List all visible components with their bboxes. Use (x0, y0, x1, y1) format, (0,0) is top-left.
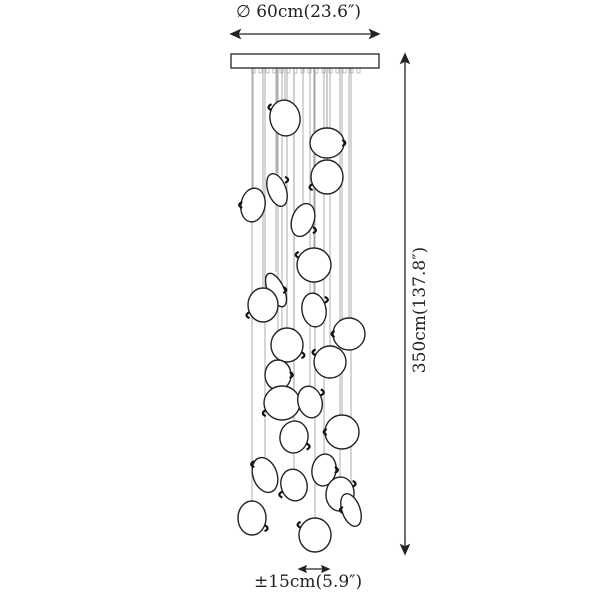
pebble-clip (284, 175, 290, 184)
wire-connector (251, 67, 256, 74)
pebble-pendant (298, 517, 332, 553)
pebble-pendant (263, 385, 301, 421)
wire-connector (314, 67, 319, 74)
width-dimension-arrow (229, 28, 381, 40)
pebble-clip (261, 409, 267, 418)
pebble-pendant (237, 500, 267, 536)
pebble-clip (300, 351, 306, 360)
pebble-clip (308, 183, 314, 192)
offset-label: ±15cm(5.9″) (254, 572, 363, 592)
pebble-pendant (296, 385, 324, 419)
height-dimension-arrow (399, 52, 411, 556)
wire-connector (356, 67, 361, 74)
ceiling-canopy (230, 53, 380, 69)
wire-connector (342, 67, 347, 74)
pebble-clip (238, 201, 243, 209)
wire-connector (307, 67, 312, 74)
pebble-clip (334, 466, 339, 474)
pebble-pendant (290, 202, 316, 238)
pebble-pendant (247, 287, 279, 323)
pebble-clip (282, 286, 288, 294)
wire-connector (300, 67, 305, 74)
pebble-clip (289, 371, 294, 379)
pebble-pendant (310, 159, 344, 195)
pebble-clip (250, 460, 255, 469)
diameter-label: ∅ 60cm(23.6″) (236, 2, 361, 22)
pebble-clip (264, 524, 269, 533)
pebble-pendant (301, 292, 327, 328)
wire-connector (335, 67, 340, 74)
pebble-clip (330, 330, 336, 338)
pebble-clip (312, 226, 317, 235)
pebble-pendant (269, 99, 301, 137)
wire-connector (321, 67, 326, 74)
pebble-pendant (296, 247, 332, 283)
wire-connector (258, 67, 263, 74)
offset-dimension-arrow (297, 564, 331, 574)
wire-connector (286, 67, 291, 74)
pebble-pendant (279, 420, 309, 454)
wire-connector (265, 67, 270, 74)
pebble-clip (306, 442, 311, 451)
pebble-clip (294, 250, 300, 259)
pebble-clip (278, 490, 283, 499)
pebble-clip (267, 103, 273, 112)
pebble-pendant (309, 127, 345, 159)
pebble-clip (324, 295, 329, 304)
height-label: 350cm(137.8″) (410, 246, 430, 374)
pebble-clip (338, 506, 344, 514)
pebble-clip (320, 388, 325, 397)
pebble-pendant (251, 456, 279, 494)
pebble-clip (341, 139, 347, 147)
wire-connector (349, 67, 354, 74)
pebble-pendant (332, 317, 366, 351)
wire-connector (328, 67, 333, 74)
pebble-pendant (264, 359, 292, 391)
pebble-clip (245, 311, 251, 320)
wire-connector (272, 67, 277, 74)
wire-connector (279, 67, 284, 74)
pebble-clip (322, 428, 328, 436)
pebble-pendants (237, 99, 366, 553)
pebble-pendant (280, 468, 308, 502)
pebble-pendant (270, 327, 304, 363)
wire-connector (293, 67, 298, 74)
pebble-pendant (324, 414, 360, 450)
pebble-clip (352, 479, 357, 488)
pebble-pendant (266, 173, 288, 207)
pebble-clip (311, 348, 317, 357)
pebble-pendant (313, 345, 347, 379)
pebble-clip (296, 520, 302, 529)
